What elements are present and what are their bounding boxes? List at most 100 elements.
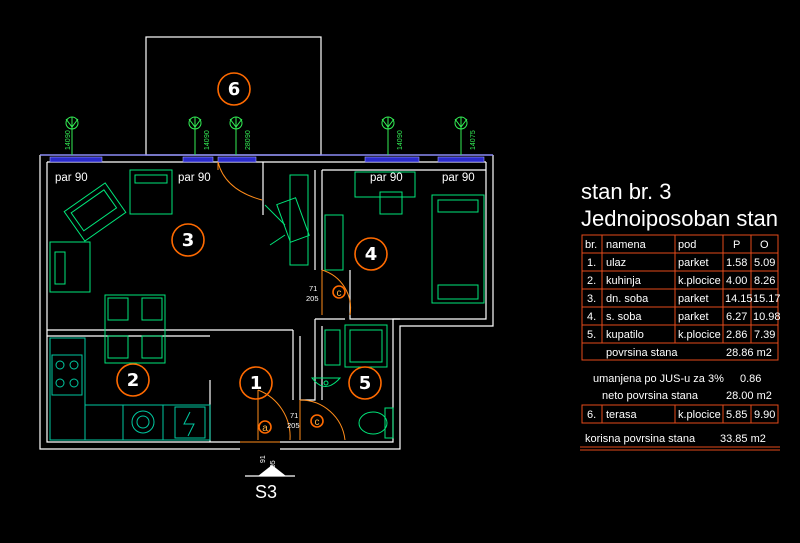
section-mark: S3: [255, 482, 277, 502]
row-1-perimeter: 5.09: [754, 257, 775, 269]
row-5-perimeter: 7.39: [754, 329, 775, 341]
table-row: 6. terasa k.plocice 5.85 9.90: [587, 409, 775, 421]
row-4-perimeter: 10.98: [753, 311, 781, 323]
door-marker-a: [258, 420, 272, 434]
window-marker-3-b: 90: [245, 130, 252, 138]
table-row: 4. s. soba parket 6.27 10.98: [587, 311, 781, 323]
row-2-purpose: kuhinja: [606, 275, 642, 287]
bathroom-fixtures: [310, 324, 394, 439]
room-circle-1: [239, 366, 273, 400]
col-header-perimeter: O: [760, 239, 769, 251]
door-c-bedroom-width: 71: [309, 284, 317, 293]
room-number-6: 6: [228, 79, 241, 100]
door-c-bath-width: 71: [290, 411, 298, 420]
room-number-5: 5: [359, 373, 372, 394]
room-number-3: 3: [182, 230, 195, 251]
row-4-number: 4.: [587, 311, 596, 323]
table-row: 1. ulaz parket 1.58 5.09: [587, 257, 775, 269]
area-legend: stan br. 3 Jednoiposoban stan br. namena…: [580, 179, 781, 451]
terrace-purpose: terasa: [606, 409, 637, 421]
area-total-label: povrsina stana: [606, 347, 678, 359]
window-marker-4-a: 140: [397, 138, 404, 150]
door-c-bedroom-height: 205: [306, 294, 319, 303]
row-1-number: 1.: [587, 257, 596, 269]
entry-door-height: 205: [270, 460, 277, 472]
row-2-area: 4.00: [726, 275, 747, 287]
window-marker-2-b: 90: [204, 130, 211, 138]
col-header-floor: pod: [678, 239, 696, 251]
table-row: 2. kuhinja k.plocice 4.00 8.26: [587, 275, 775, 287]
row-4-floor: parket: [678, 311, 709, 323]
row-4-purpose: s. soba: [606, 311, 642, 323]
net-area-value: 28.00 m2: [726, 390, 772, 402]
row-3-floor: parket: [678, 293, 709, 305]
kitchen-furniture: [49, 337, 211, 441]
window-label-2: par 90: [178, 172, 211, 184]
window-marker-3-a: 280: [245, 138, 252, 150]
room-circle-5: [348, 366, 382, 400]
window-label-3: par 90: [370, 172, 403, 184]
net-area-label: neto povrsina stana: [602, 390, 699, 402]
useful-area-label: korisna povrsina stana: [585, 433, 696, 445]
entry-door-width: 91: [260, 455, 267, 463]
doors: [217, 161, 352, 443]
table-row: 5. kupatilo k.plocice 2.86 7.39: [587, 329, 775, 341]
row-2-perimeter: 8.26: [754, 275, 775, 287]
window-label-4: par 90: [442, 172, 475, 184]
window-marker-5-b: 75: [470, 130, 477, 138]
terrace-perimeter: 9.90: [754, 409, 775, 421]
row-5-purpose: kupatilo: [606, 329, 644, 341]
window-marker-4-b: 90: [397, 130, 404, 138]
terrace-number: 6.: [587, 409, 596, 421]
room-circle-2: [116, 363, 150, 397]
room-number-1: 1: [250, 373, 263, 394]
row-5-area: 2.86: [726, 329, 747, 341]
reduction-label: umanjena po JUS-u za 3%: [593, 373, 724, 385]
entry-arrow: [245, 465, 295, 477]
door-letter-c-bath: c: [315, 417, 320, 428]
room-circle-6: [217, 72, 251, 106]
reduction-value: 0.86: [740, 373, 761, 385]
door-marker-c-bedroom: [332, 285, 346, 299]
door-letter-a: a: [262, 423, 268, 434]
useful-area-value: 33.85 m2: [720, 433, 766, 445]
window-marker-5-a: 140: [470, 138, 477, 150]
window-marker-2-a: 140: [204, 138, 211, 150]
windows: [40, 154, 493, 163]
window-label-1: par 90: [55, 172, 88, 184]
row-3-area: 14.15: [725, 293, 753, 305]
row-1-floor: parket: [678, 257, 709, 269]
legend-subtitle: Jednoiposoban stan: [581, 206, 778, 231]
room-circle-3: [171, 223, 205, 257]
table-row: 3. dn. soba parket 14.15 15.17: [587, 293, 781, 305]
row-1-purpose: ulaz: [606, 257, 626, 269]
legend-title: stan br. 3: [581, 179, 672, 204]
door-marker-c-bath: [310, 414, 324, 428]
row-4-area: 6.27: [726, 311, 747, 323]
col-header-number: br.: [585, 239, 597, 251]
living-room-furniture: [49, 169, 310, 364]
room-number-2: 2: [127, 370, 140, 391]
room-number-4: 4: [365, 244, 378, 265]
window-marker-1-b: 90: [65, 130, 72, 138]
window-height-markers: [65, 116, 468, 155]
door-c-bath-height: 205: [287, 421, 300, 430]
bedroom-furniture: [324, 171, 485, 304]
terrace-floor: k.plocice: [678, 409, 721, 421]
room-circle-4: [354, 237, 388, 271]
col-header-area: P: [733, 239, 740, 251]
row-3-purpose: dn. soba: [606, 293, 649, 305]
terrace-area: 5.85: [726, 409, 747, 421]
row-2-floor: k.plocice: [678, 275, 721, 287]
interior-walls: [47, 162, 486, 442]
col-header-purpose: namena: [606, 239, 647, 251]
area-total-value: 28.86 m2: [726, 347, 772, 359]
door-letter-c-bedroom: c: [337, 288, 342, 299]
row-1-area: 1.58: [726, 257, 747, 269]
row-2-number: 2.: [587, 275, 596, 287]
row-5-number: 5.: [587, 329, 596, 341]
row-5-floor: k.plocice: [678, 329, 721, 341]
window-marker-1-a: 140: [65, 138, 72, 150]
row-3-number: 3.: [587, 293, 596, 305]
